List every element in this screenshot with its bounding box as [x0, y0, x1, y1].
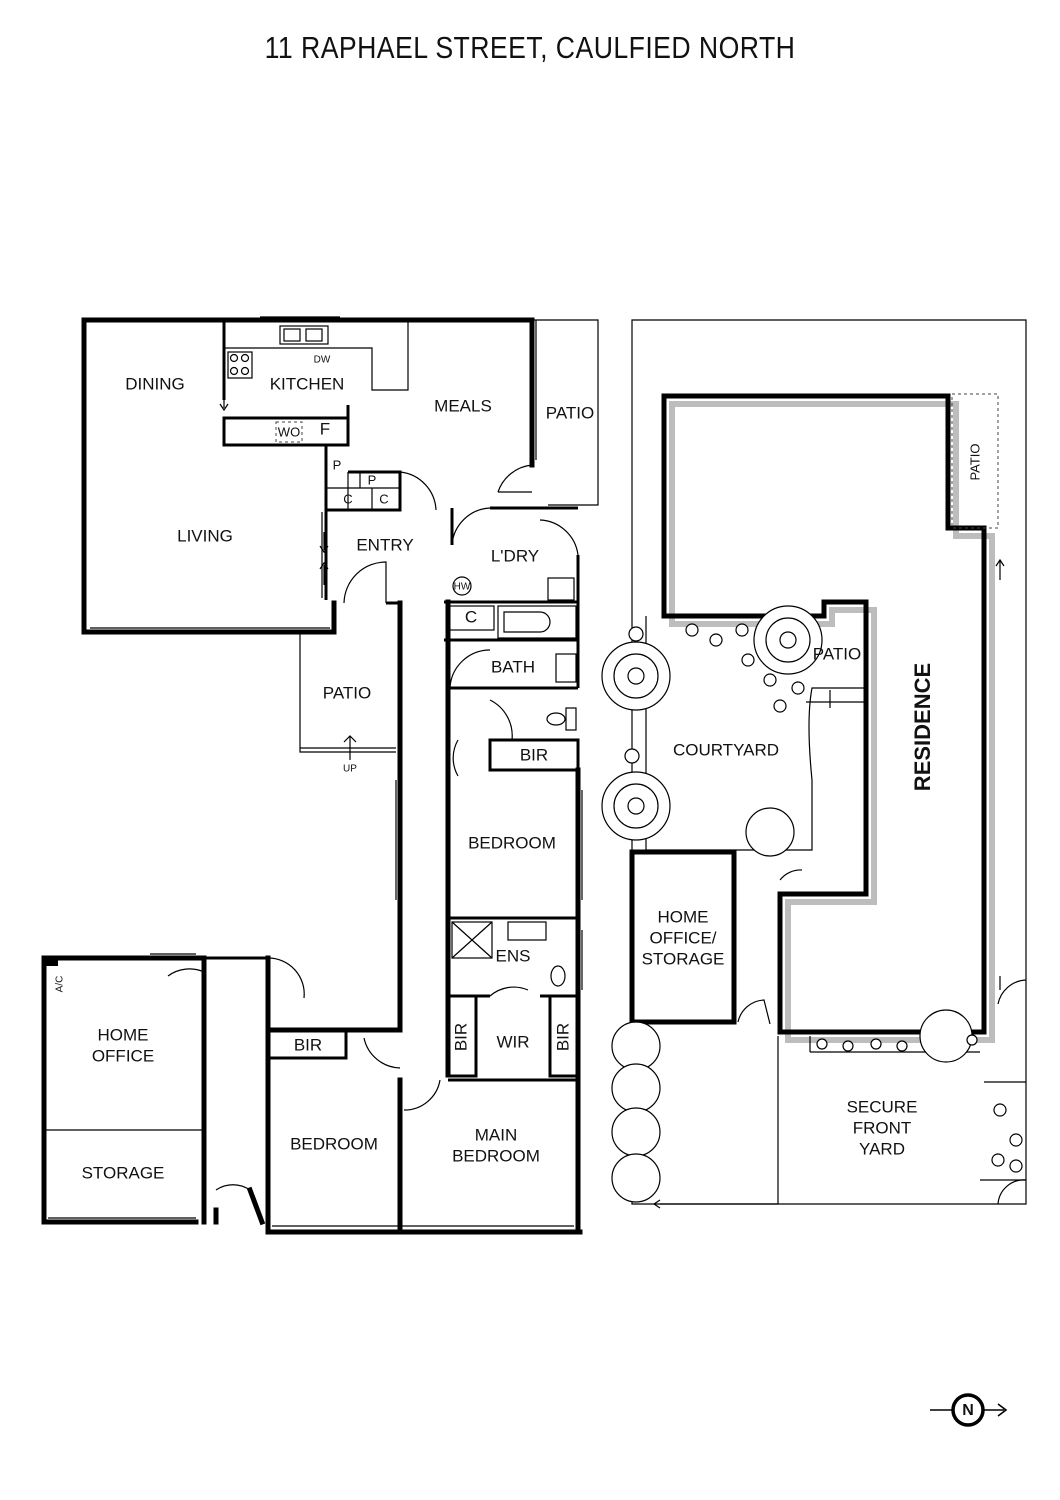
room-label-entry: ENTRY	[356, 535, 413, 554]
room-label-home-office-line1: HOME	[98, 1025, 149, 1044]
compass-n-label: N	[962, 1402, 974, 1419]
main-house-walls	[81, 316, 599, 1231]
bedroom-wing-walls	[204, 955, 583, 1235]
room-label-bir-1: BIR	[520, 745, 548, 764]
room-label-storage: STORAGE	[82, 1163, 165, 1182]
room-label-home-office-storage-line1: HOME	[658, 907, 709, 926]
room-label-home-office-line2: OFFICE	[92, 1046, 154, 1065]
fixture-label-cupboard-2: C	[379, 491, 388, 506]
room-label-patio-mid: PATIO	[323, 683, 372, 702]
garden-plants	[601, 605, 1023, 1203]
room-label-kitchen: KITCHEN	[270, 374, 345, 393]
room-label-secure-front-yard-line3: YARD	[859, 1139, 905, 1158]
fixture-label-pantry-1: P	[333, 457, 342, 472]
room-label-residence: RESIDENCE	[910, 663, 935, 791]
fixture-label-fridge: F	[320, 419, 330, 438]
room-label-ens: ENS	[496, 946, 531, 965]
room-label-patio-courtyard: PATIO	[813, 644, 862, 663]
room-label-dining: DINING	[125, 374, 185, 393]
fixture-labels: DW WO F P P C C C HW	[278, 355, 477, 627]
room-label-main-bedroom-line2: BEDROOM	[452, 1146, 540, 1165]
room-label-secure-front-yard-line2: FRONT	[853, 1118, 912, 1137]
room-label-patio-residence: PATIO	[967, 443, 982, 480]
fixture-label-cupboard-3: C	[465, 607, 477, 626]
label-ac: A/C	[55, 976, 66, 993]
room-label-bath: BATH	[491, 657, 535, 676]
fixture-label-wall-oven: WO	[278, 424, 300, 439]
room-label-home-office-storage-line2: OFFICE/	[649, 928, 716, 947]
room-label-meals: MEALS	[434, 396, 492, 415]
room-label-courtyard: COURTYARD	[673, 740, 779, 759]
page-title: 11 RAPHAEL STREET, CAULFIED NORTH	[264, 30, 796, 65]
room-label-bedroom-1: BEDROOM	[468, 833, 556, 852]
fixture-label-pantry-2: P	[368, 472, 377, 487]
room-label-bir-wir-right: BIR	[553, 1023, 572, 1051]
room-labels: DINING KITCHEN MEALS PATIO LIVING ENTRY …	[55, 374, 983, 1182]
room-label-secure-front-yard-line1: SECURE	[847, 1097, 918, 1116]
room-label-laundry: L'DRY	[491, 546, 539, 565]
room-label-patio-top: PATIO	[546, 403, 595, 422]
room-label-main-bedroom-line1: MAIN	[475, 1125, 518, 1144]
compass: N	[930, 1393, 1008, 1427]
room-label-wir: WIR	[496, 1032, 529, 1051]
residence-site	[629, 319, 1027, 1209]
home-office-building	[41, 953, 266, 1226]
label-up: UP	[343, 764, 357, 775]
fixture-label-dishwasher: DW	[314, 355, 331, 366]
fixture-label-cupboard-1: C	[343, 491, 352, 506]
room-label-living: LIVING	[177, 526, 233, 545]
room-label-bedroom-2: BEDROOM	[290, 1134, 378, 1153]
fixture-label-hot-water: HW	[454, 582, 471, 593]
room-label-bir-wir-left: BIR	[451, 1023, 470, 1051]
room-label-home-office-storage-line3: STORAGE	[642, 949, 725, 968]
room-label-bir-2: BIR	[294, 1035, 322, 1054]
